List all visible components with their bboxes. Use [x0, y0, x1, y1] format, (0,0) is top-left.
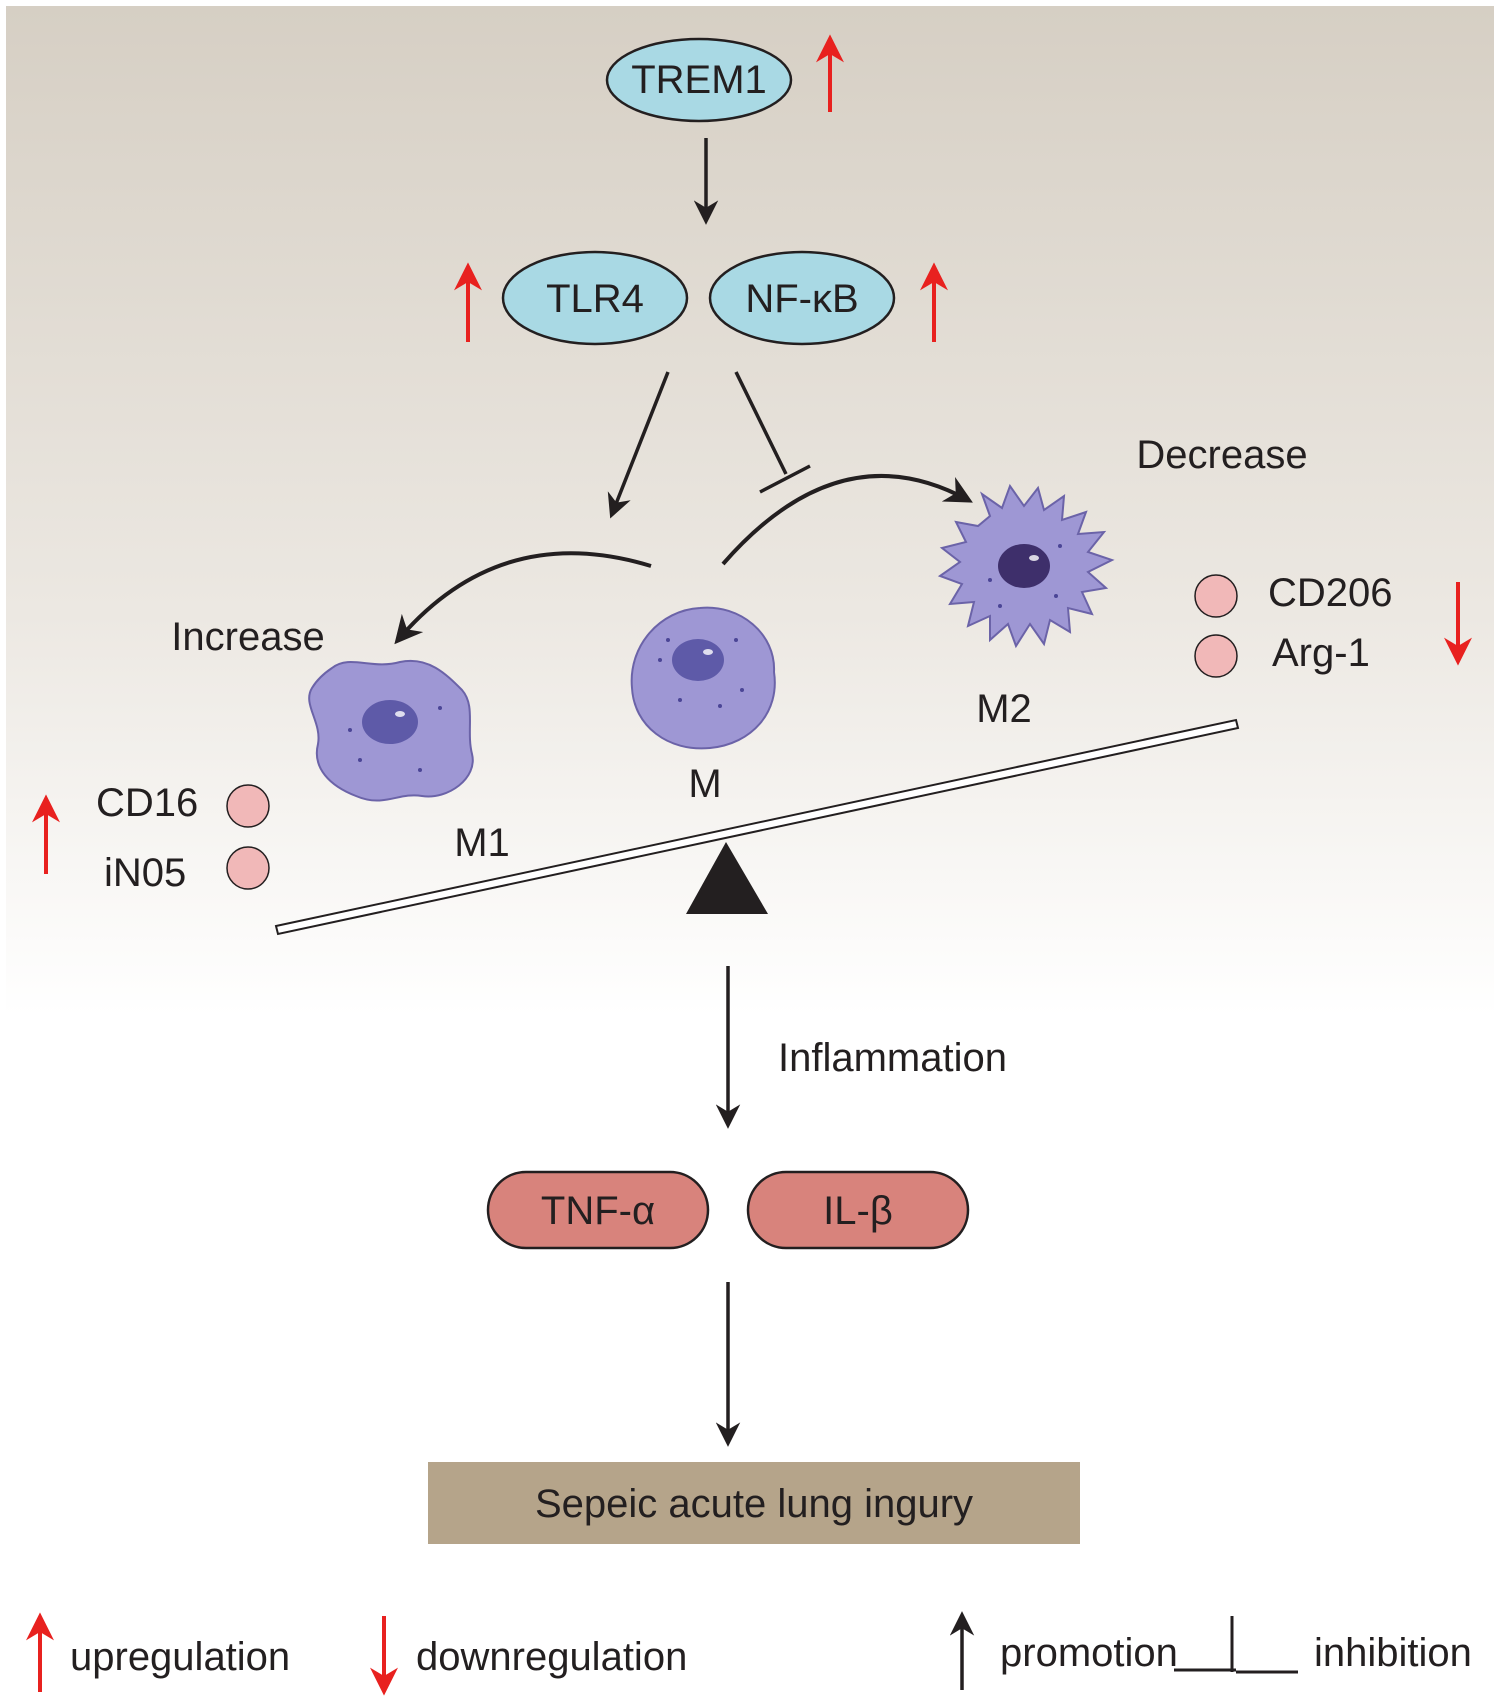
label-inflammation: Inflammation [778, 1036, 1007, 1080]
m1-marker-cd16: CD16 [96, 781, 270, 828]
fulcrum-icon [686, 842, 768, 914]
arrow-tlr4-to-m1 [607, 371, 670, 519]
trem1-label: TREM1 [631, 58, 767, 102]
tnf-alpha-label: TNF-α [541, 1189, 655, 1233]
outcome-box: Sepeic acute lung ingury [428, 1462, 1080, 1544]
label-increase: Increase [171, 615, 324, 659]
legend-downregulation: downregulation [416, 1635, 687, 1679]
il-beta-label: IL-β [823, 1189, 893, 1233]
curve-m-to-m2 [721, 474, 973, 566]
m1-marker-ino5: iN05 [104, 846, 270, 895]
label-m1: M1 [454, 821, 510, 865]
inhibition-tbar-icon [1174, 1616, 1298, 1674]
inhibition-nfkb-to-m2 [734, 371, 811, 494]
label-m2: M2 [976, 687, 1032, 731]
label-m: M [688, 762, 721, 806]
legend: upregulation downregulation promotion in… [26, 1611, 1472, 1696]
m2-marker-cd206: CD206 [1194, 571, 1393, 618]
seesaw-beam [274, 718, 1240, 936]
macrophage-icon [630, 606, 776, 750]
marker-label: iN05 [104, 851, 186, 895]
marker-label: Arg-1 [1272, 631, 1370, 675]
tlr4-node: TLR4 [501, 250, 689, 346]
tnf-alpha-node: TNF-α [486, 1170, 710, 1250]
marker-label: CD206 [1268, 571, 1393, 615]
legend-upregulation: upregulation [70, 1635, 290, 1679]
curve-m-to-m1 [394, 551, 652, 645]
il-beta-node: IL-β [746, 1170, 970, 1250]
nfkb-label: NF-κB [745, 277, 858, 321]
macrophage-icon [308, 659, 474, 802]
legend-inhibition: inhibition [1314, 1631, 1472, 1675]
tlr4-label: TLR4 [546, 277, 644, 321]
legend-promotion: promotion [1000, 1631, 1178, 1675]
nfkb-node: NF-κB [708, 250, 896, 346]
outcome-label: Sepeic acute lung ingury [535, 1482, 973, 1526]
label-decrease: Decrease [1136, 433, 1307, 477]
marker-label: CD16 [96, 781, 198, 825]
m2-marker-arg1: Arg-1 [1194, 631, 1370, 678]
macrophage-icon [937, 483, 1115, 649]
trem1-node: TREM1 [605, 37, 793, 123]
